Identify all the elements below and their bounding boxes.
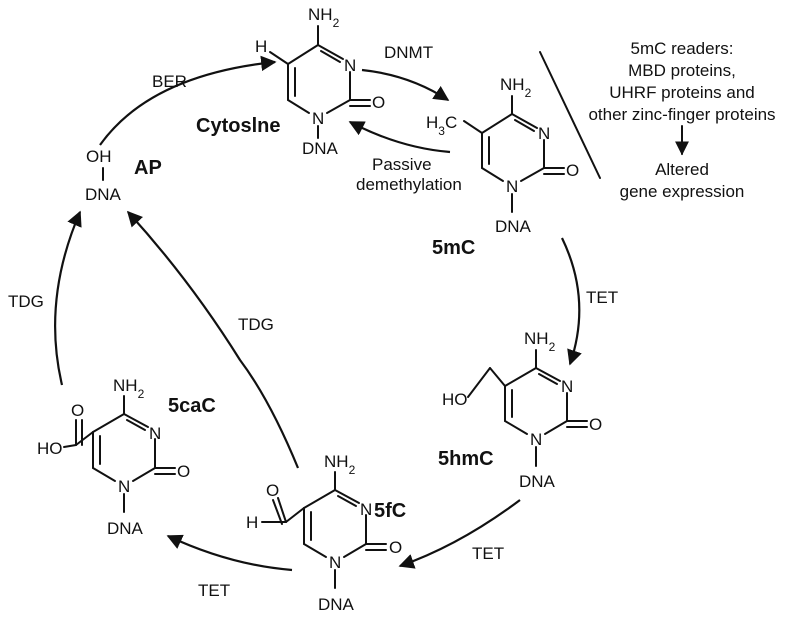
- ca5c-structure: [63, 395, 176, 513]
- cytosine-n3-label: N: [344, 56, 356, 75]
- m5c-structure: [463, 95, 565, 213]
- ap-site: OH DNA AP: [85, 147, 162, 204]
- dnmt-arrow: [361, 68, 450, 101]
- hm5c-n1-label: N: [530, 430, 542, 449]
- ca5c-molecule: NH2 N N O O HO DNA 5caC: [37, 376, 216, 538]
- hm5c-n3-label: N: [561, 377, 573, 396]
- hm5c-molecule: NH2 N N O HO DNA 5hmC: [438, 329, 602, 491]
- readers-line-4: other zinc-finger proteins: [588, 105, 775, 124]
- outcome-line-1: Altered: [655, 160, 709, 179]
- hm5c-name: 5hmC: [438, 448, 494, 470]
- hm5c-dna-label: DNA: [519, 472, 556, 491]
- tet-label-3: TET: [198, 581, 230, 600]
- readers-line-3: UHRF proteins and: [609, 83, 755, 102]
- ap-name: AP: [134, 157, 162, 179]
- cytosine-oxygen-label: O: [372, 93, 385, 112]
- f5c-oxygen-label: O: [389, 538, 402, 557]
- ap-hydroxyl-label: OH: [86, 147, 112, 166]
- dnmt-label: DNMT: [384, 43, 433, 62]
- m5c-n3-label: N: [538, 124, 550, 143]
- f5c-dna-label: DNA: [318, 595, 355, 614]
- m5c-n1-label: N: [506, 177, 518, 196]
- ca5c-amine-label: NH2: [113, 376, 145, 401]
- cytosine-amine-label: NH2: [308, 5, 340, 30]
- ap-dna-label: DNA: [85, 185, 122, 204]
- cytosine-h-label: H: [255, 37, 267, 56]
- m5c-dna-label: DNA: [495, 217, 532, 236]
- cytosine-name: Cytoslne: [196, 115, 280, 137]
- ber-label: BER: [152, 72, 187, 91]
- readers-line-1: 5mC readers:: [631, 39, 734, 58]
- cytosine-molecule: NH2 N N O H DNA Cytoslne: [196, 5, 385, 158]
- tdg-arrow-5cac-to-ap: [54, 210, 82, 386]
- f5c-molecule: NH2 N N O O H DNA 5fC: [246, 452, 406, 614]
- ca5c-n3-label: N: [149, 424, 161, 443]
- m5c-methyl-label: H3C: [426, 113, 457, 138]
- cytosine-n1-label: N: [312, 109, 324, 128]
- m5c-molecule: NH2 N N O H3C DNA 5mC: [426, 75, 579, 259]
- hm5c-amine-label: NH2: [524, 329, 556, 354]
- tdg-label-1: TDG: [8, 292, 44, 311]
- readers-line-2: MBD proteins,: [628, 61, 736, 80]
- f5c-aldehyde-oxygen-label: O: [266, 481, 279, 500]
- f5c-n3-label: N: [360, 500, 372, 519]
- hm5c-hydroxyl-label: HO: [442, 390, 468, 409]
- f5c-n1-label: N: [329, 553, 341, 572]
- f5c-aldehyde-h-label: H: [246, 513, 258, 532]
- tet-arrow-5hmc-to-5fc: [398, 499, 521, 569]
- f5c-amine-label: NH2: [324, 452, 356, 477]
- passive-demethylation-arrow: [348, 121, 451, 154]
- tdg-arrow-5fc-to-ap: [126, 210, 300, 469]
- f5c-name: 5fC: [374, 500, 406, 522]
- cytosine-structure: [269, 25, 371, 139]
- outcome-line-2: gene expression: [620, 182, 745, 201]
- ca5c-dna-label: DNA: [107, 519, 144, 538]
- tet-arrow-5fc-to-5cac: [166, 534, 293, 572]
- hm5c-structure: [467, 349, 588, 467]
- ca5c-oxygen-label: O: [177, 462, 190, 481]
- ca5c-n1-label: N: [118, 477, 130, 496]
- readers-divider: [539, 51, 601, 179]
- passive-label-line2: demethylation: [356, 175, 462, 194]
- tet-label-2: TET: [472, 544, 504, 563]
- m5c-amine-label: NH2: [500, 75, 532, 100]
- cytosine-dna-label: DNA: [302, 139, 339, 158]
- tdg-label-2: TDG: [238, 315, 274, 334]
- ca5c-acid-oxygen-label: O: [71, 401, 84, 420]
- readers-text: 5mC readers: MBD proteins, UHRF proteins…: [588, 39, 775, 124]
- m5c-name: 5mC: [432, 237, 475, 259]
- passive-label-line1: Passive: [372, 155, 432, 174]
- hm5c-oxygen-label: O: [589, 415, 602, 434]
- ber-arrow: [99, 55, 277, 146]
- f5c-structure: [261, 471, 387, 589]
- ca5c-name: 5caC: [168, 395, 216, 417]
- tet-arrow-5mc-to-5hmc: [561, 237, 582, 366]
- tet-label-1: TET: [586, 288, 618, 307]
- ca5c-hydroxyl-label: HO: [37, 439, 63, 458]
- m5c-oxygen-label: O: [566, 161, 579, 180]
